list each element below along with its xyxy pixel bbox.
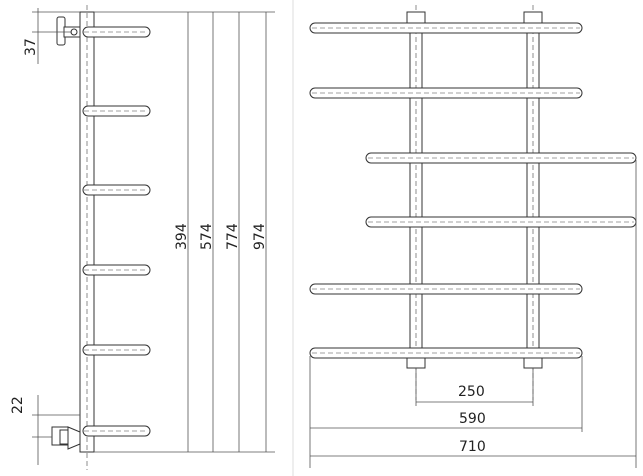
dim-width-inner: 590 <box>309 356 583 468</box>
dim-250-label: 250 <box>458 384 485 400</box>
front-rung <box>365 216 637 228</box>
side-rung <box>82 344 151 356</box>
front-rung <box>365 152 637 164</box>
dim-574-label: 574 <box>199 223 215 250</box>
front-rung <box>309 347 583 359</box>
dim-top-offset: 37 <box>23 8 80 64</box>
dim-37-label: 37 <box>23 38 39 56</box>
side-rung <box>82 184 151 196</box>
side-rung <box>82 264 151 276</box>
side-rungs <box>82 26 151 437</box>
dim-590-label: 590 <box>459 411 486 427</box>
left-top-cap <box>406 11 426 25</box>
dim-22-label: 22 <box>10 396 26 414</box>
front-view: 250 590 710 <box>309 5 637 468</box>
side-rung <box>82 26 151 38</box>
dim-774-label: 774 <box>225 223 241 250</box>
dim-394-label: 394 <box>174 223 190 250</box>
front-rung <box>309 283 583 295</box>
front-rungs <box>309 22 637 359</box>
dim-710-label: 710 <box>459 439 486 455</box>
dim-post-spacing: 250 <box>415 368 534 406</box>
dim-bottom-offset: 22 <box>10 395 80 465</box>
height-dimensions: 394 574 774 974 <box>94 11 275 453</box>
front-rung <box>309 87 583 99</box>
dim-width-total: 710 <box>310 160 637 468</box>
front-rung <box>309 22 583 34</box>
top-valve <box>56 16 81 46</box>
dim-974-label: 974 <box>252 223 268 250</box>
side-view: 37 22 394 574 774 974 <box>10 5 275 470</box>
bottom-fitting <box>51 426 81 450</box>
right-top-cap <box>523 11 543 25</box>
side-rung <box>82 105 151 117</box>
side-rung <box>82 425 151 437</box>
